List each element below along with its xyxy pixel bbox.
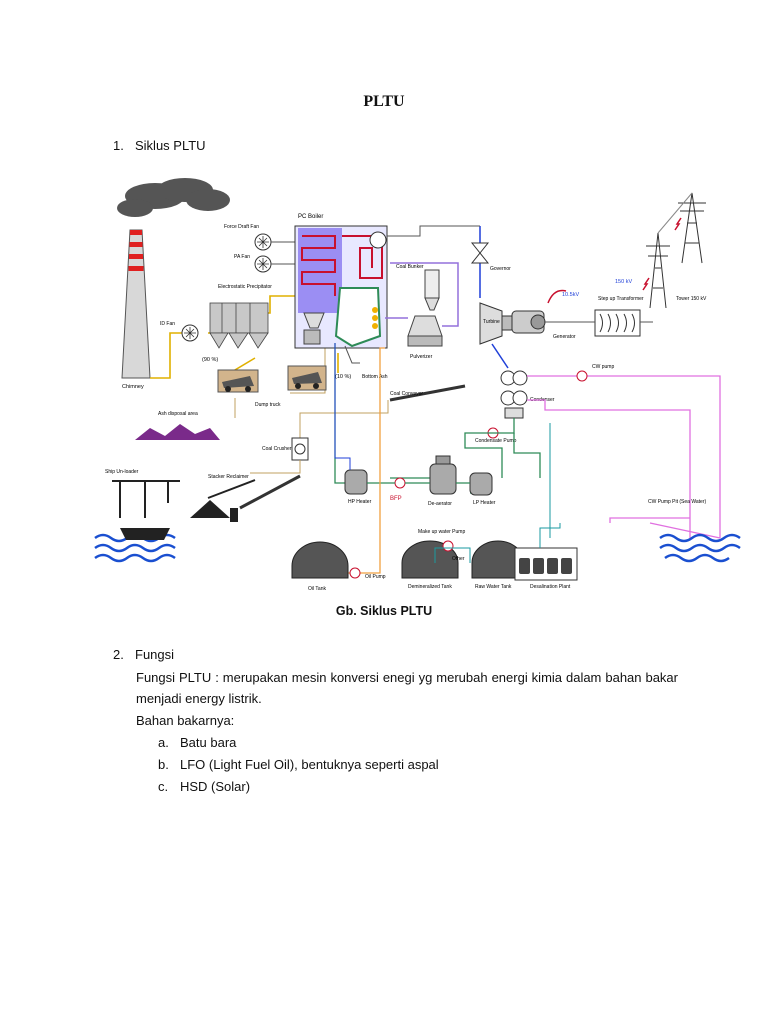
governor-label: Governor bbox=[490, 266, 511, 272]
coal-crusher-label: Coal Crusher bbox=[262, 446, 292, 452]
ash-lines bbox=[234, 338, 326, 418]
condenser-icon bbox=[500, 370, 528, 419]
figure-caption: Gb. Siklus PLTU bbox=[335, 604, 433, 618]
section-2-heading: 2. Fungsi bbox=[113, 647, 174, 662]
lp-heater-icon bbox=[469, 472, 493, 496]
pc-boiler-label: PC Boiler bbox=[298, 214, 323, 220]
pa-air-line bbox=[385, 262, 459, 327]
condensate-pump-label: Condensate Pump bbox=[475, 438, 517, 444]
tower-label: Tower 150 kV bbox=[676, 296, 707, 302]
demin-tank-label: Demineralized Tank bbox=[408, 584, 452, 590]
dump-truck-icon bbox=[217, 365, 327, 393]
makeup-water-lines bbox=[434, 423, 561, 563]
turbine-icon bbox=[479, 302, 513, 345]
fungsi-paragraph: Fungsi PLTU : merupakan mesin konversi e… bbox=[136, 670, 678, 706]
makeup-pump-label: Make up water Pump bbox=[418, 529, 465, 535]
pulverizer-icon bbox=[407, 315, 443, 347]
ship-icon bbox=[120, 528, 170, 540]
oil-lines bbox=[322, 347, 385, 574]
coal-crusher-icon bbox=[291, 437, 309, 461]
pc-boiler-icon bbox=[294, 225, 388, 349]
hp-heater-icon bbox=[344, 469, 368, 495]
id-fan-icon bbox=[181, 324, 199, 342]
section-1-heading: 1. Siklus PLTU bbox=[113, 138, 206, 153]
de-aerator-label: De-aerator bbox=[428, 501, 452, 507]
electrostatic-precipitator-icon bbox=[209, 302, 269, 349]
stacker-reclaimer-icon bbox=[190, 474, 301, 522]
page-title: PLTU bbox=[363, 93, 405, 110]
pltu-cycle-diagram: Chimney Force Draft Fan PA Fan ID Fan El… bbox=[94, 178, 741, 592]
oil-pump-icon bbox=[349, 567, 361, 579]
pa-fan-icon bbox=[254, 255, 272, 273]
pct-90-label: (90 %) bbox=[202, 357, 218, 363]
section-2-title: Fungsi bbox=[135, 647, 175, 662]
kv-gen-label: 10.5kV bbox=[562, 292, 579, 298]
desal-plant-label: Desalination Plant bbox=[530, 584, 571, 590]
hp-heater-label: HP Heater bbox=[348, 499, 372, 505]
coal-line-1 bbox=[299, 400, 389, 438]
esp-label: Electrostatic Precipitator bbox=[218, 284, 272, 290]
generator-label: Generator bbox=[553, 334, 576, 340]
coal-conveyor-label: Coal Conveyor bbox=[390, 391, 423, 397]
oil-tank-icon bbox=[291, 541, 349, 579]
ship-unloader-icon bbox=[112, 480, 180, 518]
step-up-transformer-icon bbox=[594, 309, 641, 337]
oil-tank-label: Oil Tank bbox=[308, 586, 326, 592]
lp-heater-label: LP Heater bbox=[473, 500, 496, 506]
generator-icon bbox=[511, 310, 546, 334]
governor-icon bbox=[470, 242, 490, 264]
fuel-list: a.Batu bara b.LFO (Light Fuel Oil), bent… bbox=[158, 732, 439, 798]
fan-ducts bbox=[271, 241, 295, 265]
bottom-ash-label: Bottom Ash bbox=[362, 374, 388, 380]
other-label: Other bbox=[452, 556, 465, 562]
pulverizer-label: Pulverizer bbox=[410, 354, 433, 360]
ship-unloader-label: Ship Un-loader bbox=[105, 469, 139, 475]
bfp-icon bbox=[394, 477, 406, 489]
step-up-label: Step up Transformer bbox=[598, 296, 644, 302]
cw-pump-pit-label: CW Pump Pit (Sea Water) bbox=[648, 499, 706, 505]
fuel-label: Bahan bakarnya: bbox=[136, 713, 235, 728]
section-1-number: 1. bbox=[113, 138, 124, 153]
cw-pump-label: CW pump bbox=[592, 364, 614, 370]
oil-pump-label: Oil Pump bbox=[365, 574, 386, 580]
cw-pump-icon bbox=[576, 370, 588, 382]
kv-tr-label: 150 kV bbox=[615, 279, 632, 285]
section-1-title: Siklus PLTU bbox=[135, 138, 206, 153]
list-item: b.LFO (Light Fuel Oil), bentuknya sepert… bbox=[158, 757, 439, 772]
sea-right-icon bbox=[659, 533, 741, 563]
dump-truck-label: Dump truck bbox=[255, 402, 281, 408]
force-draft-fan-icon bbox=[254, 233, 272, 251]
id-fan-label: ID Fan bbox=[160, 321, 175, 327]
de-aerator-icon bbox=[429, 455, 457, 495]
chimney-icon bbox=[121, 229, 151, 379]
tower-icon bbox=[646, 192, 706, 309]
demineralized-tank-icon bbox=[401, 540, 459, 579]
raw-water-tank-label: Raw Water Tank bbox=[475, 584, 512, 590]
coal-bunker-icon bbox=[424, 269, 440, 311]
coal-conveyor-icon bbox=[389, 384, 466, 402]
stacker-reclaimer-label: Stacker Reclaimer bbox=[208, 474, 249, 480]
bfp-label: BFP bbox=[390, 496, 402, 502]
makeup-pump-icon bbox=[442, 540, 454, 552]
smoke-cloud bbox=[117, 178, 230, 217]
section-2-number: 2. bbox=[113, 647, 124, 662]
desalination-plant-icon bbox=[514, 547, 578, 581]
pa-fan-label: PA Fan bbox=[234, 254, 250, 260]
pct-10-label: (10 %) bbox=[335, 374, 351, 380]
list-item: c.HSD (Solar) bbox=[158, 779, 251, 794]
cw-lines bbox=[527, 375, 721, 539]
turbine-label: Turbine bbox=[483, 319, 500, 325]
force-draft-fan-label: Force Draft Fan bbox=[224, 224, 259, 230]
coal-bunker-label: Coal Bunker bbox=[396, 264, 424, 270]
chimney-label: Chimney bbox=[122, 384, 144, 390]
list-item: a.Batu bara bbox=[158, 735, 237, 750]
ash-disposal-label: Ash disposal area bbox=[158, 411, 198, 417]
ash-disposal-icon bbox=[135, 424, 220, 440]
